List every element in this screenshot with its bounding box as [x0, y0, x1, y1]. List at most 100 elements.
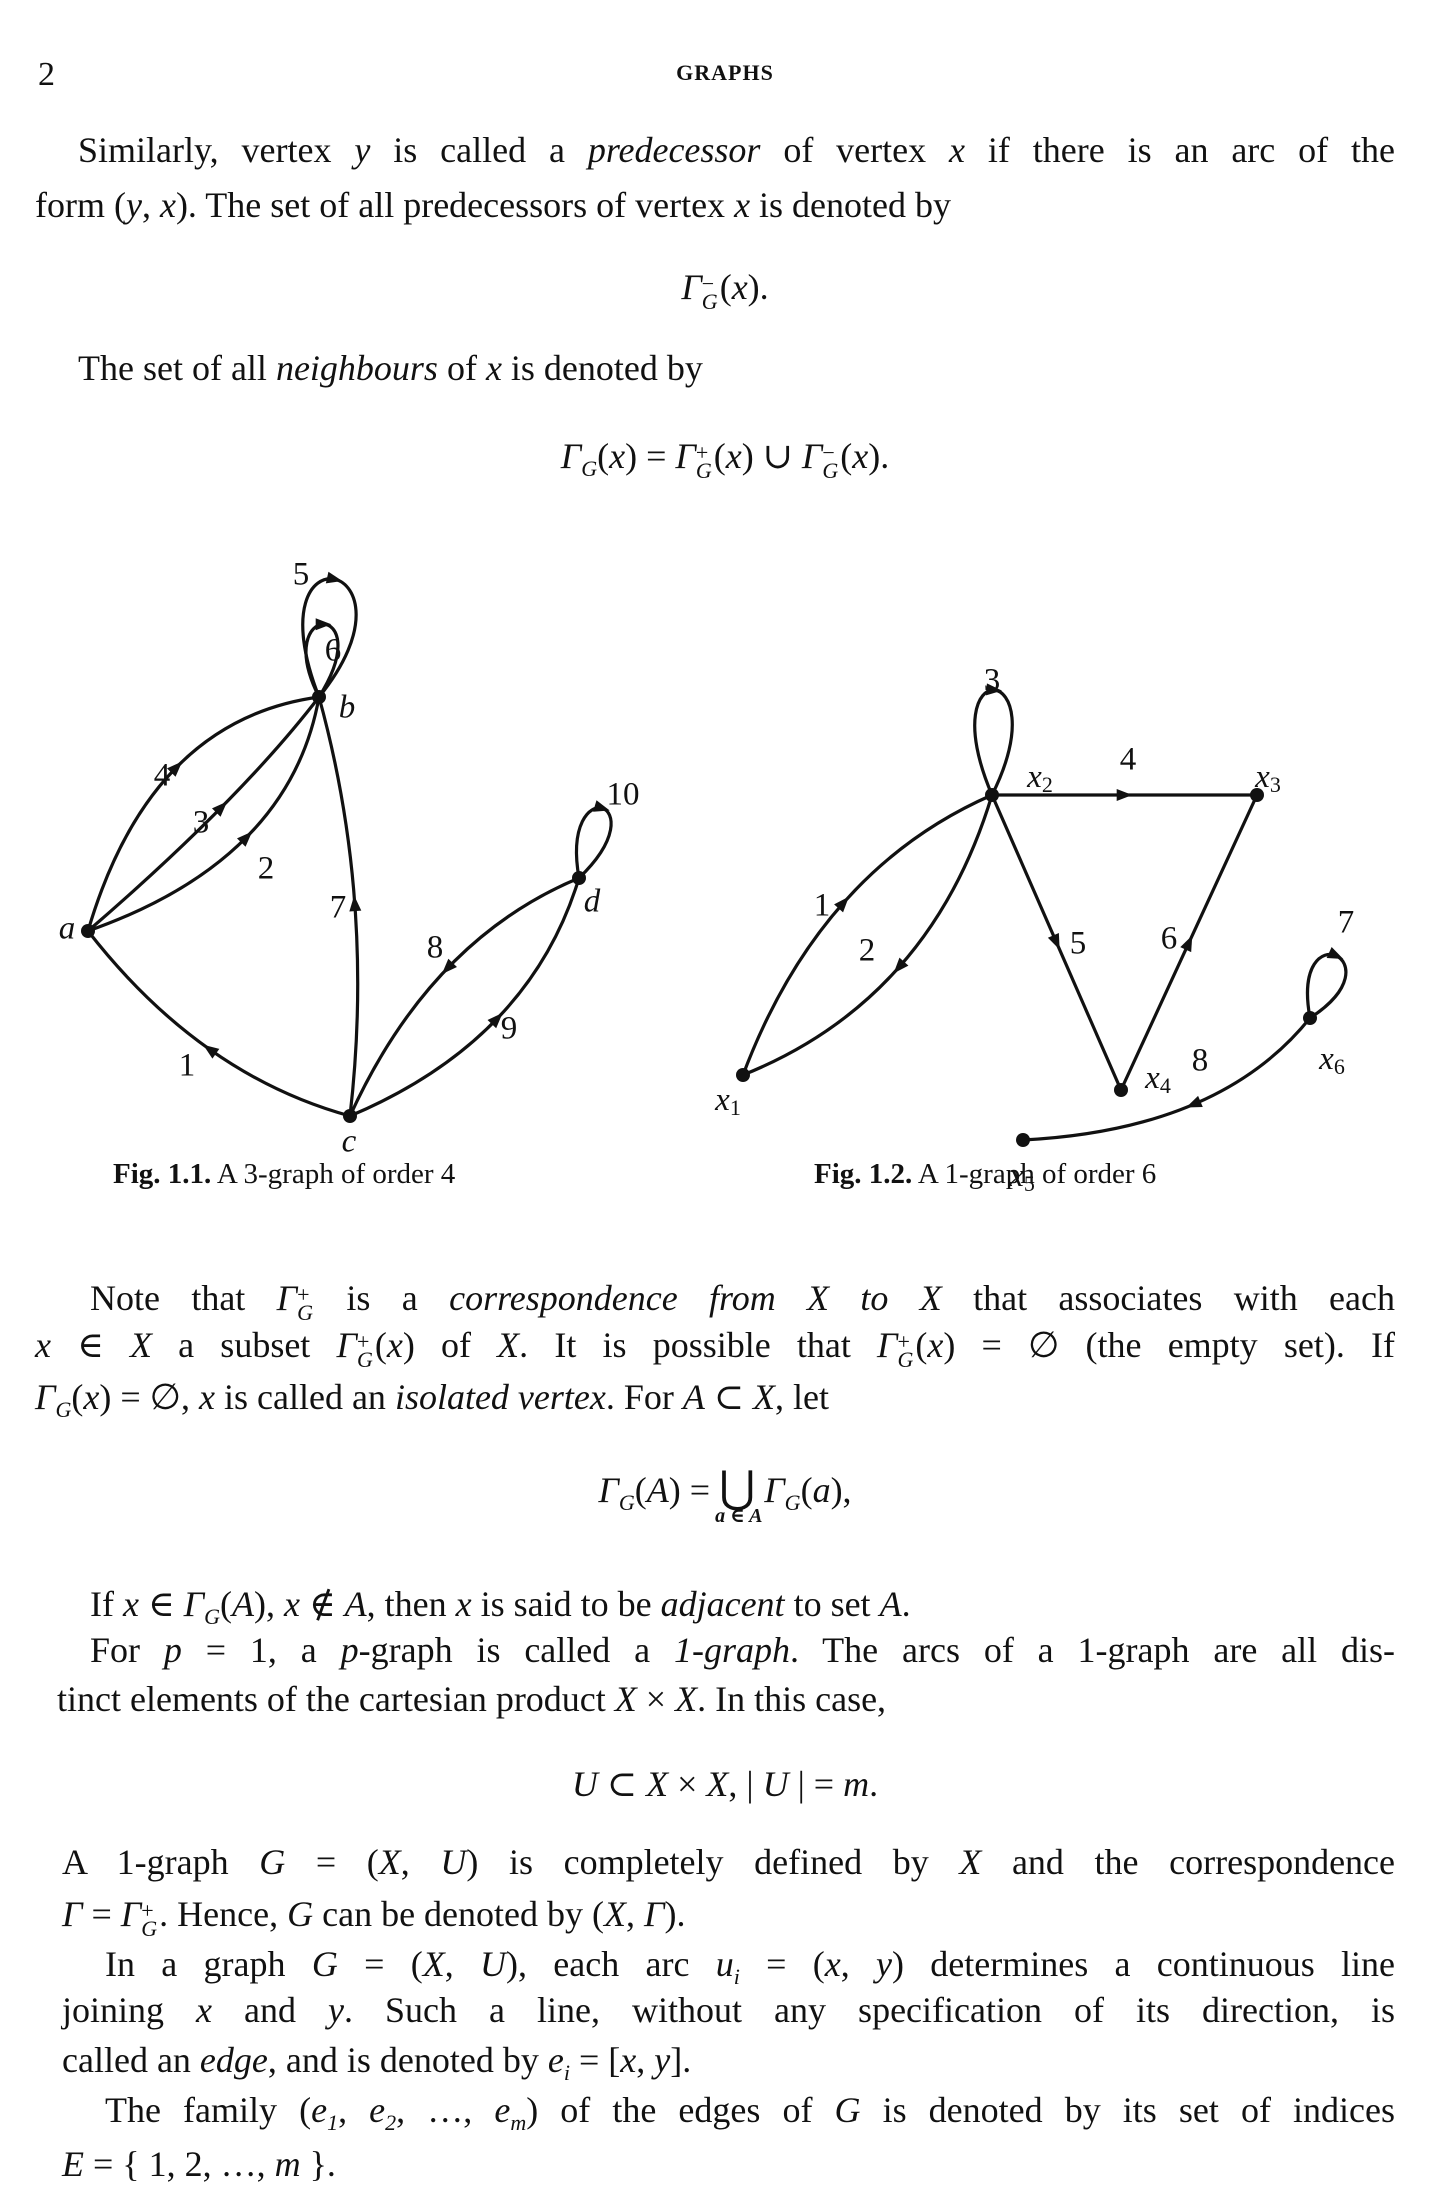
fig2-edge-7-arrow-icon: [1326, 947, 1344, 959]
text-segment: is called a: [370, 130, 588, 170]
text-segment: ),: [830, 1470, 852, 1510]
subscript: G: [695, 458, 712, 483]
text-segment: . The arcs of a 1-graph are all dis-: [789, 1630, 1396, 1670]
text-segment: (: [374, 1325, 387, 1365]
text-segment: , and is denoted by: [267, 2040, 548, 2080]
italic-text: X: [614, 1679, 637, 1719]
text-segment: . It is possible that: [519, 1325, 878, 1365]
text-line: tinct elements of the cartesian product …: [57, 1677, 886, 1721]
italic-text: Γ: [62, 1894, 83, 1934]
italic-text: Γ: [801, 436, 823, 476]
subscript: G: [822, 458, 839, 483]
sup-sub-script: −G: [822, 442, 839, 483]
text-segment: ,: [626, 1894, 644, 1934]
superscript: +: [297, 1282, 310, 1307]
text-segment: Note that: [90, 1278, 277, 1318]
italic-text: y: [328, 1990, 345, 2030]
text-segment: that associates with each: [941, 1278, 1395, 1318]
italic-text: x: [949, 130, 965, 170]
subscript: G: [618, 1490, 635, 1515]
text-segment: ) determines a continuous line: [891, 1944, 1396, 1984]
fig1-edge-9-arrow-icon: [487, 1012, 503, 1029]
text-segment: called an: [62, 2040, 200, 2080]
text-segment: In a graph: [105, 1944, 312, 1984]
text-segment: and: [212, 1990, 329, 2030]
fig1-node-label: b: [339, 690, 356, 726]
union-index: a ∈ A: [715, 1505, 763, 1527]
text-segment: , |: [728, 1764, 763, 1804]
text-segment: (: [915, 1325, 928, 1365]
text-line: Similarly, vertex y is called a predeces…: [78, 128, 1395, 172]
text-segment: (: [220, 1584, 232, 1624]
text-line: Γ−G(x).: [0, 265, 1450, 313]
subscript: G: [55, 1397, 72, 1422]
fig2-edge-3-arrow-icon: [986, 683, 1003, 696]
text-segment: is denoted by: [501, 348, 703, 388]
text-segment: ×: [636, 1679, 676, 1719]
fig2-edge-label: 4: [1120, 742, 1137, 778]
text-segment: is denoted by: [750, 185, 952, 225]
text-segment: [755, 1470, 764, 1510]
text-segment: ,: [636, 2040, 655, 2080]
italic-text: X: [497, 1325, 520, 1365]
sup-sub-script: −G: [702, 273, 718, 313]
superscript: +: [897, 1329, 910, 1354]
text-line: A 1-graph G = (X, U) is completely defin…: [62, 1840, 1395, 1884]
text-segment: = (: [337, 1944, 423, 1984]
text-segment: ,: [400, 1842, 441, 1882]
italic-text: neighbours: [275, 348, 438, 388]
fig2-node: [985, 788, 999, 802]
text-segment: = { 1, 2, …,: [84, 2144, 275, 2184]
italic-text: x: [455, 1584, 472, 1624]
italic-text: x: [731, 267, 748, 307]
sup-sub-script: +G: [141, 1900, 158, 1941]
fig2-edge-8-arrow-icon: [1186, 1095, 1203, 1108]
fig2-node-label: x3: [1254, 759, 1281, 797]
text-segment: = 1, a: [181, 1630, 341, 1670]
fig1-node: [343, 1109, 357, 1123]
text-line: U ⊂ X × X, | U | = m.: [0, 1762, 1450, 1806]
sup-sub-script: +G: [297, 1282, 313, 1324]
text-line: For p = 1, a p-graph is called a 1-graph…: [90, 1628, 1395, 1672]
text-segment: is said to be: [471, 1584, 661, 1624]
text-segment: ), each arc: [505, 1944, 716, 1984]
fig1-edge-3-arrow-icon: [212, 801, 228, 817]
subscript: G: [204, 1604, 220, 1629]
text-segment: ∉: [299, 1584, 345, 1624]
text-segment: =: [82, 1894, 121, 1934]
text-line: The family (e1, e2, …, em) of the edges …: [105, 2088, 1395, 2145]
fig1-node: [81, 924, 95, 938]
italic-text: Γ: [681, 267, 702, 307]
text-segment: A 1-graph: [62, 1842, 260, 1882]
text-segment: (: [634, 1470, 647, 1510]
italic-text: Γ: [598, 1470, 619, 1510]
fig2-node: [1016, 1133, 1030, 1147]
subscript: 1: [327, 2110, 339, 2135]
text-segment: and the correspondence: [981, 1842, 1396, 1882]
subscript: m: [510, 2110, 527, 2135]
fig1-edge-label: 5: [293, 557, 310, 593]
subscript: G: [141, 1916, 158, 1941]
fig1-node: [572, 871, 586, 885]
text-line: ΓG(x) = Γ+G(x) ∪ Γ−G(x).: [0, 434, 1450, 491]
fig1-edge-label: 2: [258, 851, 275, 887]
italic-text: Γ: [644, 1894, 665, 1934]
fig1-edge-10-arrow-icon: [593, 800, 610, 812]
italic-text: x: [485, 348, 502, 388]
italic-text: G: [287, 1894, 314, 1934]
text-line: form (y, x). The set of all predecessors…: [35, 183, 951, 227]
text-segment: , …,: [396, 2090, 495, 2130]
italic-text: adjacent: [660, 1584, 785, 1624]
text-segment: of: [437, 348, 486, 388]
text-segment: ).: [664, 1894, 686, 1934]
text-line: ΓG(x) = ∅, x is called an isolated verte…: [35, 1375, 829, 1432]
fig2-edge-label: 6: [1161, 921, 1178, 957]
text-line: joining x and y. Such a line, without an…: [62, 1988, 1395, 2032]
italic-text: Γ: [183, 1584, 205, 1624]
text-segment: ].: [670, 2040, 692, 2080]
fig1-edge-label: 3: [193, 805, 210, 841]
italic-text: e: [369, 2090, 386, 2130]
running-head: GRAPHS: [676, 60, 774, 85]
italic-text: isolated vertex: [394, 1377, 606, 1417]
